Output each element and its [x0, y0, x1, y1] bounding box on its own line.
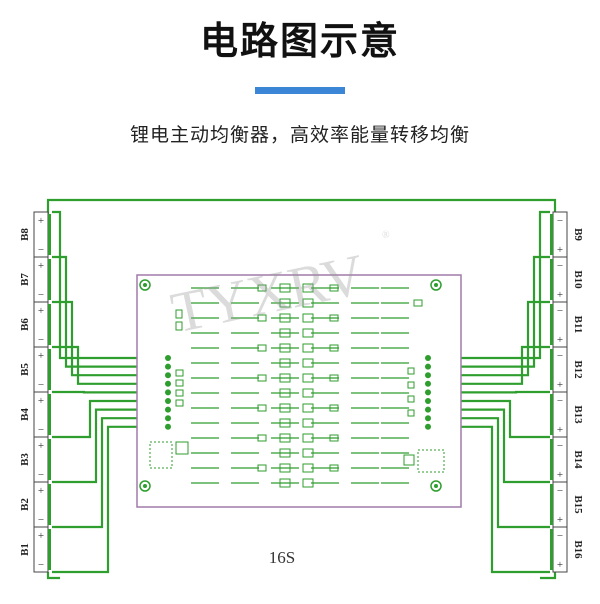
minus-terminal: − [38, 289, 44, 301]
cell-label: B6 [19, 318, 31, 331]
cell-label: B11 [572, 316, 584, 334]
cell-label: B15 [572, 495, 584, 514]
cell-label: B7 [19, 273, 31, 286]
cell-label: B14 [572, 450, 584, 469]
page-subtitle: 锂电主动均衡器，高效率能量转移均衡 [0, 120, 600, 147]
header-pin [425, 389, 431, 395]
circuit-svg: TYXRV ® 16S +−B8+−B7+−B6+−B5+−B4+−B3+−B2… [0, 180, 600, 600]
cell-label: B4 [19, 408, 31, 421]
minus-terminal: − [557, 395, 563, 407]
cell-label: B1 [19, 543, 31, 556]
plus-terminal: + [557, 469, 563, 481]
header-pin [165, 407, 171, 413]
cell-label: B8 [19, 228, 31, 241]
minus-terminal: − [38, 514, 44, 526]
title-underline [255, 87, 345, 94]
battery-cell-b3: + −B3 [19, 437, 51, 482]
mount-hole-icon [434, 283, 438, 287]
battery-cell-b10: + −B10 [550, 257, 584, 302]
battery-cell-b6: + −B6 [19, 302, 51, 347]
header-pin [165, 355, 171, 361]
minus-terminal: − [557, 215, 563, 227]
battery-cell-b1: + −B1 [19, 527, 51, 572]
plus-terminal: + [38, 350, 44, 362]
battery-cell-b2: + −B2 [19, 482, 51, 527]
header-pin [165, 381, 171, 387]
plus-terminal: + [38, 530, 44, 542]
battery-cell-b7: + −B7 [19, 257, 51, 302]
right-cell-stack: +−B9+−B10+−B11+−B12+−B13+−B14+−B15+−B16 [550, 212, 584, 572]
plus-terminal: + [38, 440, 44, 452]
minus-terminal: − [38, 469, 44, 481]
plus-terminal: + [557, 559, 563, 571]
minus-terminal: − [557, 440, 563, 452]
cell-label: B13 [572, 405, 584, 424]
plus-terminal: + [557, 289, 563, 301]
minus-terminal: − [38, 379, 44, 391]
header-pin [165, 398, 171, 404]
plus-terminal: + [38, 485, 44, 497]
plus-terminal: + [38, 395, 44, 407]
minus-terminal: − [557, 485, 563, 497]
header-pin [165, 364, 171, 370]
header-pin [425, 372, 431, 378]
battery-cell-b9: + −B9 [550, 212, 584, 257]
header-pin [165, 415, 171, 421]
plus-terminal: + [38, 305, 44, 317]
minus-terminal: − [38, 244, 44, 256]
battery-cell-b14: + −B14 [550, 437, 584, 482]
minus-terminal: − [557, 260, 563, 272]
battery-cell-b13: + −B13 [550, 392, 584, 437]
cell-label: B9 [572, 228, 584, 241]
plus-terminal: + [557, 334, 563, 346]
cell-label: B10 [572, 270, 584, 289]
battery-cell-b15: + −B15 [550, 482, 584, 527]
cell-label: B2 [19, 498, 31, 511]
cell-label: B3 [19, 453, 31, 466]
header-pin [165, 424, 171, 430]
board-label: 16S [269, 548, 295, 567]
minus-terminal: − [557, 350, 563, 362]
minus-terminal: − [38, 559, 44, 571]
plus-terminal: + [557, 424, 563, 436]
battery-cell-b12: + −B12 [550, 347, 584, 392]
plus-terminal: + [557, 514, 563, 526]
circuit-diagram: TYXRV ® 16S +−B8+−B7+−B6+−B5+−B4+−B3+−B2… [0, 180, 600, 600]
cell-label: B16 [572, 540, 584, 559]
header-pin [425, 364, 431, 370]
header-pin [425, 355, 431, 361]
cell-label: B12 [572, 360, 584, 379]
minus-terminal: − [38, 424, 44, 436]
header-pin [165, 372, 171, 378]
svg-text:®: ® [382, 230, 390, 241]
minus-terminal: − [557, 530, 563, 542]
battery-cell-b16: + −B16 [550, 527, 584, 572]
mount-hole-icon [143, 283, 147, 287]
header-pin [425, 424, 431, 430]
header-pin [165, 389, 171, 395]
plus-terminal: + [38, 260, 44, 272]
battery-cell-b11: + −B11 [550, 302, 584, 347]
plus-terminal: + [557, 379, 563, 391]
header-pin [425, 398, 431, 404]
mount-hole-icon [434, 484, 438, 488]
battery-cell-b4: + −B4 [19, 392, 51, 437]
cell-label: B5 [19, 363, 31, 376]
left-cell-stack: +−B8+−B7+−B6+−B5+−B4+−B3+−B2+−B1 [19, 212, 51, 572]
battery-cell-b8: + −B8 [19, 212, 51, 257]
header-pin [425, 407, 431, 413]
minus-terminal: − [557, 305, 563, 317]
plus-terminal: + [38, 215, 44, 227]
page-title: 电路图示意 [0, 10, 600, 65]
stack-bus-wire [48, 200, 555, 214]
minus-terminal: − [38, 334, 44, 346]
header-pin [425, 415, 431, 421]
battery-cell-b5: + −B5 [19, 347, 51, 392]
mount-hole-icon [143, 484, 147, 488]
header-pin [425, 381, 431, 387]
plus-terminal: + [557, 244, 563, 256]
